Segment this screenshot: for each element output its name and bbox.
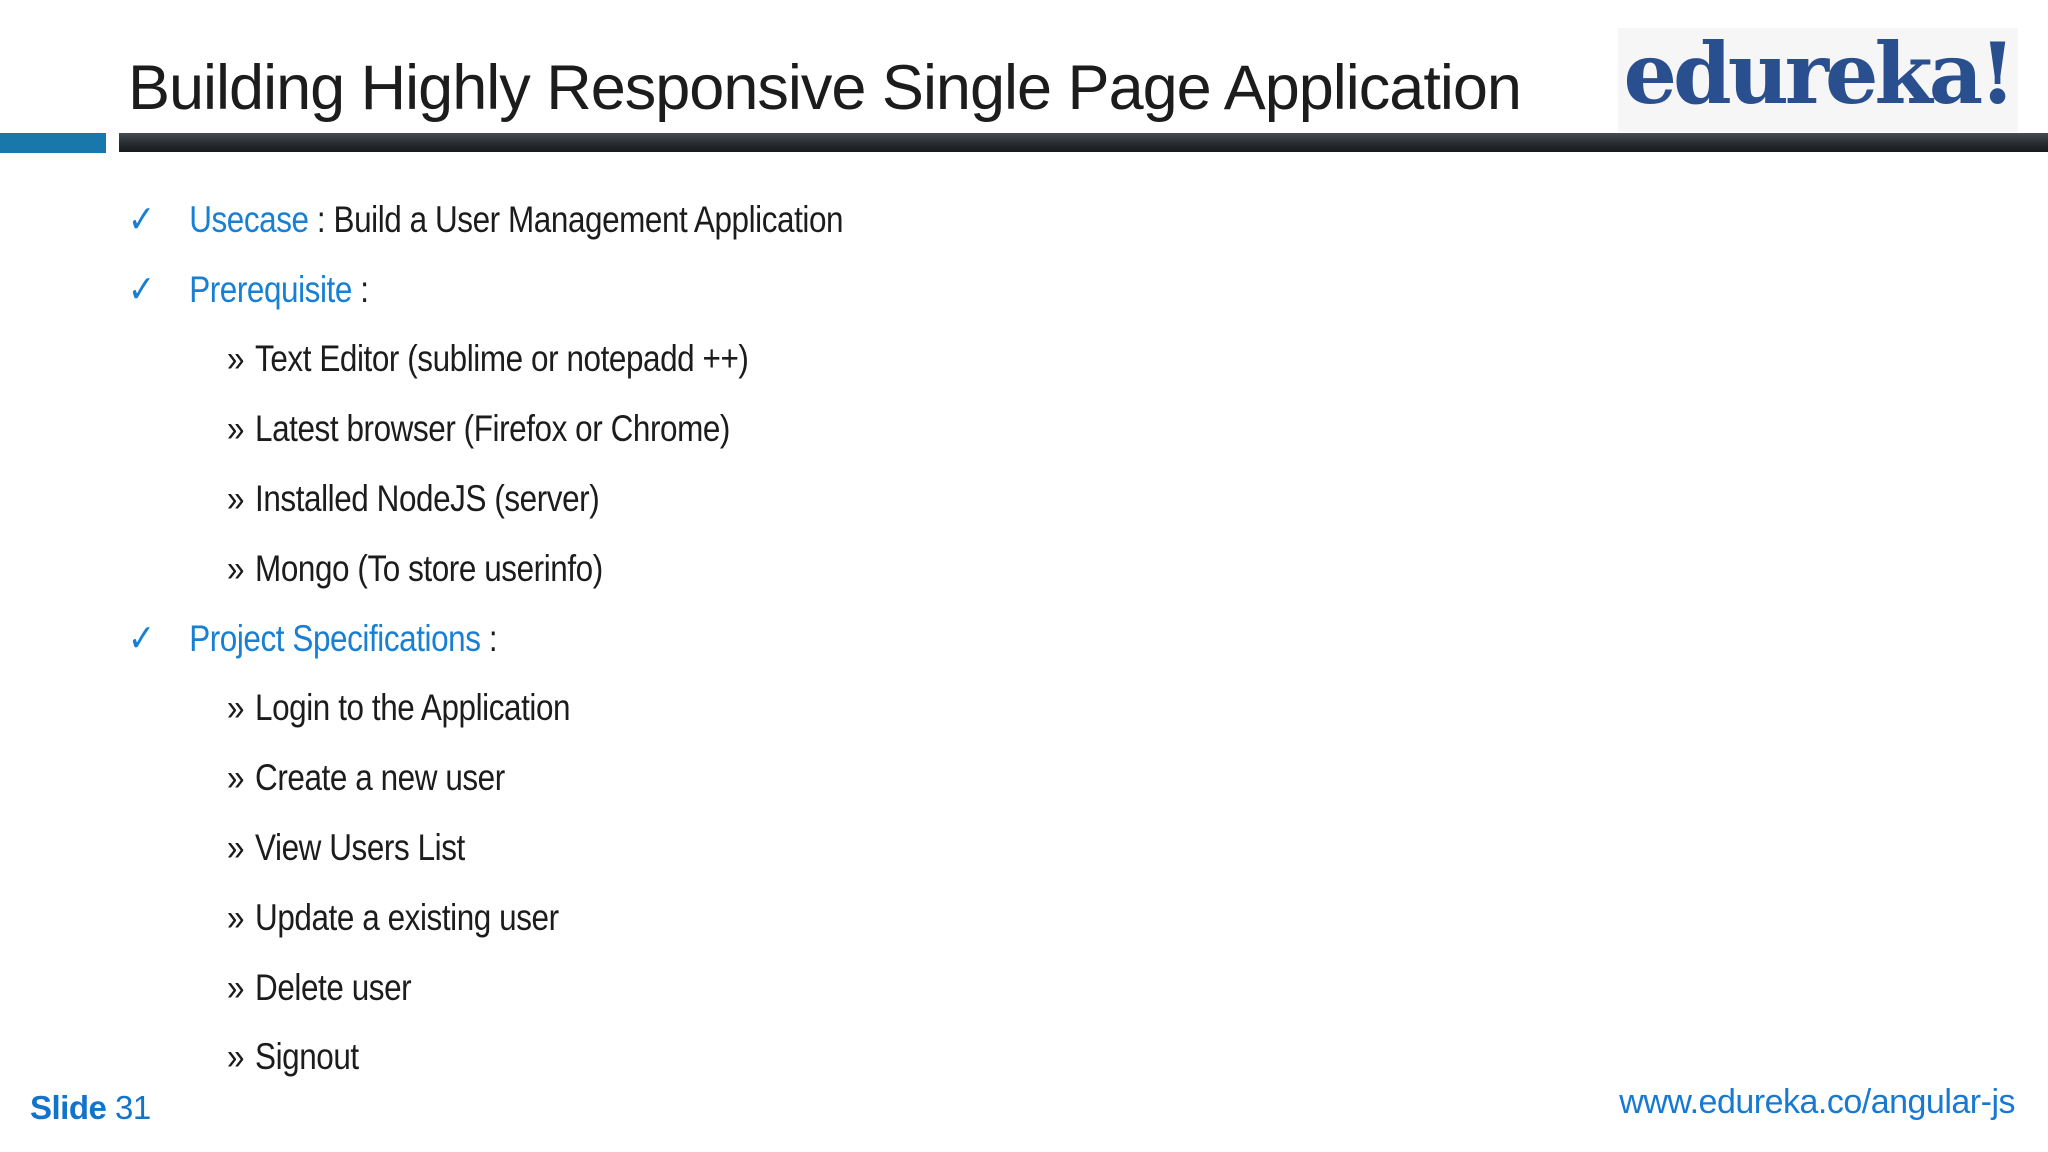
- chevron-bullet-icon: »: [227, 966, 245, 1008]
- slide-number-word: Slide: [30, 1089, 107, 1126]
- list-item: » Mongo (To store userinfo): [0, 534, 2048, 604]
- slide-number-value: 31: [106, 1089, 151, 1126]
- title-divider: [119, 133, 2048, 152]
- chevron-bullet-icon: »: [227, 757, 245, 799]
- check-icon: ✓: [128, 199, 155, 242]
- logo-background: [1618, 28, 2018, 132]
- bullet-text: Signout: [255, 1036, 359, 1078]
- slide-number: Slide 31: [30, 1087, 151, 1129]
- check-icon: ✓: [128, 618, 155, 661]
- list-item: » View Users List: [0, 813, 2048, 883]
- chevron-bullet-icon: »: [227, 687, 245, 729]
- chevron-bullet-icon: »: [227, 338, 245, 380]
- bullet-text: Mongo (To store userinfo): [255, 547, 603, 589]
- bullet-text: :: [480, 618, 498, 660]
- chevron-bullet-icon: »: [227, 896, 245, 938]
- bullet-text: : Build a User Management Application: [308, 199, 844, 241]
- course-url-link[interactable]: www.edureka.co/angular-js: [1619, 1083, 2015, 1121]
- bullet-label: Project Specifications: [189, 618, 481, 660]
- list-item: » Delete user: [0, 953, 2048, 1023]
- bullet-text: View Users List: [255, 827, 465, 869]
- bullet-text: Create a new user: [255, 757, 505, 799]
- list-item: » Update a existing user: [0, 883, 2048, 953]
- edureka-logo: edureka!: [1623, 24, 2016, 123]
- bullet-text: Text Editor (sublime or notepadd ++): [255, 338, 749, 380]
- bullet-list: ✓ Usecase : Build a User Management Appl…: [0, 185, 2048, 1092]
- list-item: ✓ Prerequisite :: [0, 255, 2048, 325]
- bullet-text: Update a existing user: [255, 896, 559, 938]
- list-item: » Signout: [0, 1023, 2048, 1093]
- list-item: ✓ Project Specifications :: [0, 604, 2048, 674]
- check-icon: ✓: [128, 269, 155, 312]
- bullet-text: Latest browser (Firefox or Chrome): [255, 408, 730, 450]
- bullet-label: Prerequisite: [189, 269, 352, 311]
- list-item: » Installed NodeJS (server): [0, 464, 2048, 534]
- bullet-text: Login to the Application: [255, 687, 571, 729]
- list-item: » Create a new user: [0, 743, 2048, 813]
- bullet-text: Installed NodeJS (server): [255, 478, 600, 520]
- bullet-label: Usecase: [189, 199, 309, 241]
- chevron-bullet-icon: »: [227, 1036, 245, 1078]
- chevron-bullet-icon: »: [227, 478, 245, 520]
- chevron-bullet-icon: »: [227, 408, 245, 450]
- list-item: ✓ Usecase : Build a User Management Appl…: [0, 185, 2048, 255]
- accent-bar: [0, 133, 106, 153]
- list-item: » Login to the Application: [0, 674, 2048, 744]
- bullet-text: :: [351, 269, 369, 311]
- bullet-text: Delete user: [255, 966, 412, 1008]
- list-item: » Latest browser (Firefox or Chrome): [0, 394, 2048, 464]
- chevron-bullet-icon: »: [227, 547, 245, 589]
- list-item: » Text Editor (sublime or notepadd ++): [0, 325, 2048, 395]
- page-title: Building Highly Responsive Single Page A…: [128, 53, 1522, 123]
- chevron-bullet-icon: »: [227, 827, 245, 869]
